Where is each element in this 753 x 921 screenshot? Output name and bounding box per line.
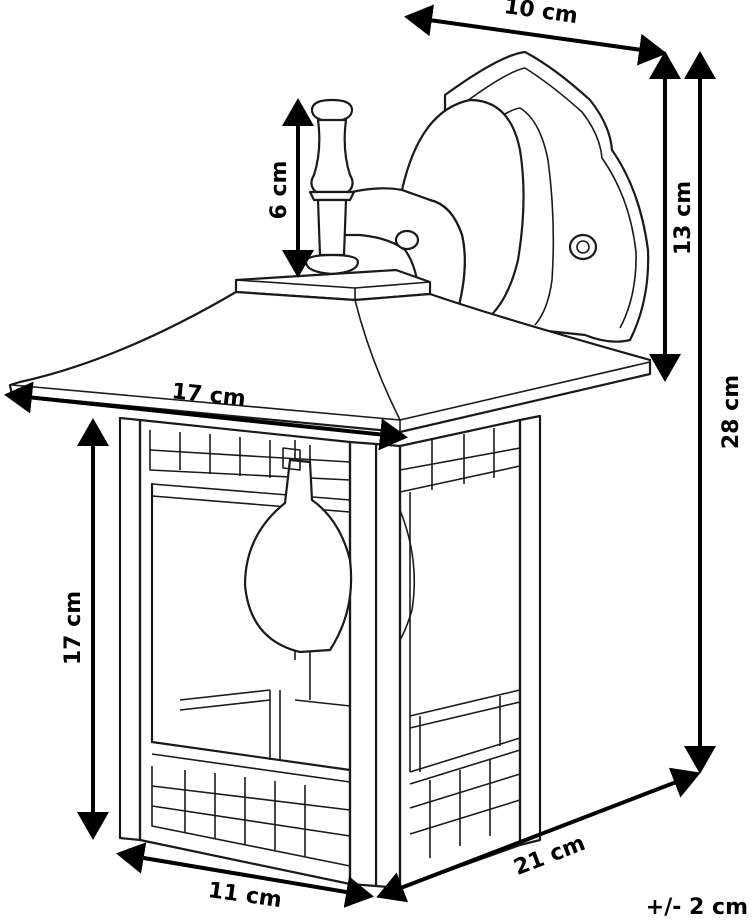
finial — [304, 98, 360, 276]
total-height-label: 28 cm — [719, 375, 744, 449]
lantern-side-panel — [398, 418, 522, 890]
tolerance-note: +/- 2 cm — [646, 895, 748, 920]
bracket-height-label: 13 cm — [671, 181, 696, 255]
base-width-label: 11 cm — [206, 878, 283, 913]
finial-height-label: 6 cm — [267, 161, 292, 220]
mounting-screw-icon — [568, 233, 598, 261]
bracket-arm — [338, 98, 525, 332]
body-height-label: 17 cm — [61, 591, 86, 665]
depth-label: 10 cm — [502, 0, 579, 29]
lantern-body — [118, 414, 542, 890]
dimension-lines — [4, 4, 716, 908]
